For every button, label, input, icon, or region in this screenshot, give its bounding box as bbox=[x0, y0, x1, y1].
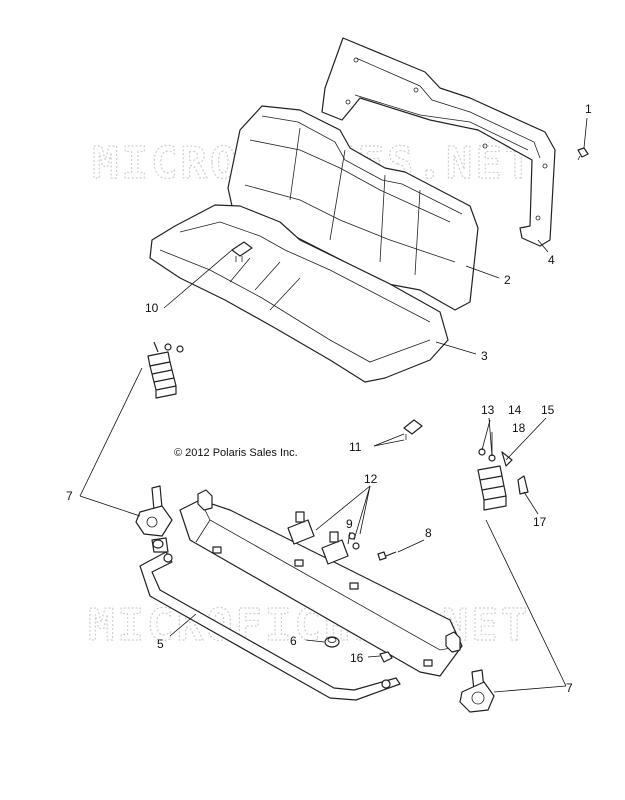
callout-1: 1 bbox=[585, 102, 592, 116]
callout-14: 14 bbox=[508, 403, 522, 417]
callout-12: 12 bbox=[364, 472, 378, 486]
callout-10: 10 bbox=[145, 301, 159, 315]
screw-part-1 bbox=[577, 147, 589, 161]
leader-lines bbox=[79, 117, 588, 693]
callout-13: 13 bbox=[481, 403, 495, 417]
callout-16: 16 bbox=[350, 651, 364, 665]
latch-part-7-left bbox=[135, 485, 173, 553]
tube-frame-part-5 bbox=[139, 551, 401, 701]
callout-6: 6 bbox=[290, 634, 297, 648]
back-panel-part-4 bbox=[321, 37, 556, 247]
callout-3: 3 bbox=[481, 349, 488, 363]
callout-8: 8 bbox=[425, 526, 432, 540]
grommet-left bbox=[152, 539, 164, 549]
copyright-text: © 2012 Polaris Sales Inc. bbox=[174, 447, 298, 459]
callout-15: 15 bbox=[541, 403, 555, 417]
bracket-part-11 bbox=[403, 419, 423, 440]
callout-4: 4 bbox=[548, 253, 555, 267]
seat-back-cushion-part-2 bbox=[227, 105, 479, 311]
left-spring-assembly bbox=[147, 341, 184, 399]
seat-base-frame bbox=[179, 489, 463, 677]
bracket-part-10 bbox=[231, 241, 253, 262]
callout-17: 17 bbox=[533, 515, 547, 529]
callout-5: 5 bbox=[157, 637, 164, 651]
callout-9: 9 bbox=[346, 517, 353, 531]
latch-part-7-right bbox=[459, 669, 495, 713]
callout-7-right: 7 bbox=[566, 681, 573, 695]
grommet-part-6 bbox=[324, 636, 340, 648]
belt-buckles-part-12 bbox=[287, 511, 360, 565]
callout-2: 2 bbox=[504, 273, 511, 287]
callout-11: 11 bbox=[349, 440, 362, 454]
nut-part-16 bbox=[379, 651, 393, 663]
bolt-part-8 bbox=[377, 551, 397, 561]
callout-18: 18 bbox=[512, 421, 526, 435]
seat-bottom-cushion-part-3 bbox=[149, 204, 449, 383]
callout-7-left: 7 bbox=[66, 489, 73, 503]
right-spring-assembly bbox=[477, 448, 529, 511]
